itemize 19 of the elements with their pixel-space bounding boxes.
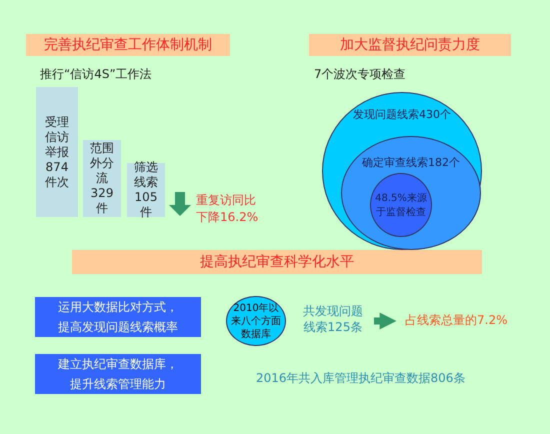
circle-label: 确定审查线索182个: [361, 155, 461, 170]
circle-label: 发现问题线索430个: [352, 107, 452, 122]
volume-bar: 受理信访举报874件次: [36, 87, 78, 217]
inner-circle: 48.5%来源于监督检查: [370, 173, 432, 237]
info-box: 运用大数据比对方式，提高发现问题线索概率: [35, 297, 201, 337]
section-header: 加大监督执纪问责力度: [309, 34, 511, 56]
summary-text: 2016年共入库管理执纪审查数据806条: [256, 370, 466, 387]
volume-bar: 范围外分流329件: [83, 140, 121, 217]
section-header: 提高执纪审查科学化水平: [72, 250, 482, 274]
result-text: 共发现问题线索125条: [300, 303, 366, 337]
volume-bar: 筛选线索105件: [127, 163, 165, 217]
decline-text: 重复访同比下降16.2%: [196, 192, 260, 226]
arrow: [374, 312, 396, 330]
info-box: 建立执纪审查数据库，提升线索管理能力: [35, 354, 201, 394]
note-text: 7个波次专项检查: [314, 66, 406, 83]
database-circle: 2010年以来八个方面数据库: [226, 296, 286, 346]
method-text: 推行“信访4S”工作法: [40, 66, 152, 83]
result-text: 占线索总量的7.2%: [405, 312, 525, 330]
section-header: 完善执纪审查工作体制机制: [26, 34, 230, 56]
